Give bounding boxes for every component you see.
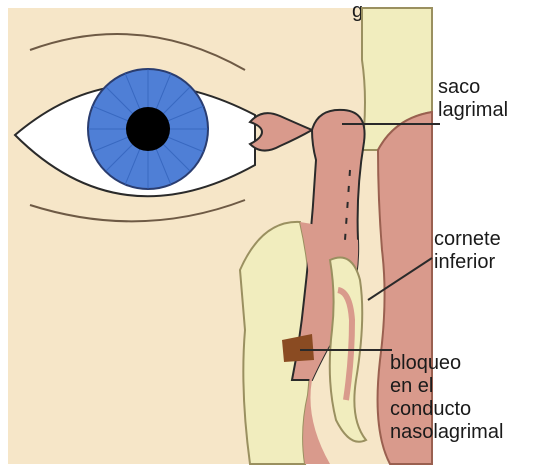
label-cornete-line1: cornete [434, 228, 501, 251]
pupil [126, 107, 170, 151]
label-bloqueo-line2: en el [390, 375, 503, 398]
label-bloqueo: bloqueo en el conducto nasolagrimal [390, 352, 503, 444]
label-saco-line1: saco [438, 76, 508, 99]
label-bloqueo-line3: conducto [390, 398, 503, 421]
label-bloqueo-line1: bloqueo [390, 352, 503, 375]
label-saco-lagrimal: saco lagrimal [438, 76, 508, 122]
label-cornete-line2: inferior [434, 251, 501, 274]
label-saco-line2: lagrimal [438, 99, 508, 122]
label-bloqueo-line4: nasolagrimal [390, 421, 503, 444]
label-cornete-inferior: cornete inferior [434, 228, 501, 274]
